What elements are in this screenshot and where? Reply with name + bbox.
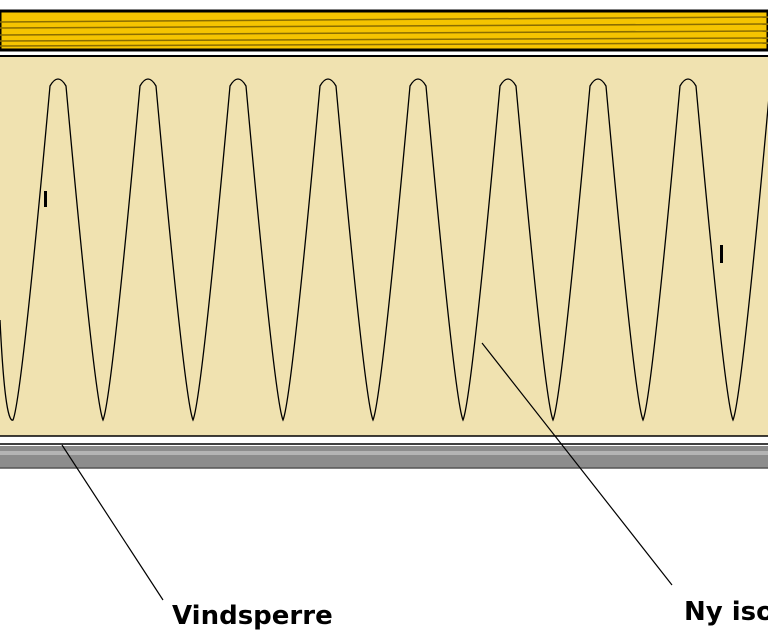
top-board-stripe: [0, 30, 768, 36]
insulation-fill: [0, 56, 768, 436]
wind-barrier-leader-line: [61, 444, 164, 601]
new-insulation-label: Ny iso: [684, 597, 768, 627]
wind-barrier-strip: [0, 437, 768, 444]
top-board-stripe: [0, 37, 768, 42]
top-board-stripe: [0, 23, 768, 29]
insulation-wave-line: [0, 78, 768, 422]
insulation-tick-mark: [720, 245, 723, 263]
top-board-stripe: [0, 42, 768, 47]
wind-barrier-label: Vindsperre: [172, 601, 333, 631]
insulation-leader-line: [481, 342, 673, 586]
wind-barrier-layer: [0, 435, 768, 445]
bottom-board: [0, 446, 768, 468]
bottom-board-highlight: [0, 451, 768, 455]
bottom-board-layer: [0, 446, 768, 469]
top-board-layer: [0, 9, 768, 52]
insulation-layer: [0, 55, 768, 436]
top-board-stripe: [0, 16, 768, 23]
insulation-tick-mark: [44, 191, 47, 207]
